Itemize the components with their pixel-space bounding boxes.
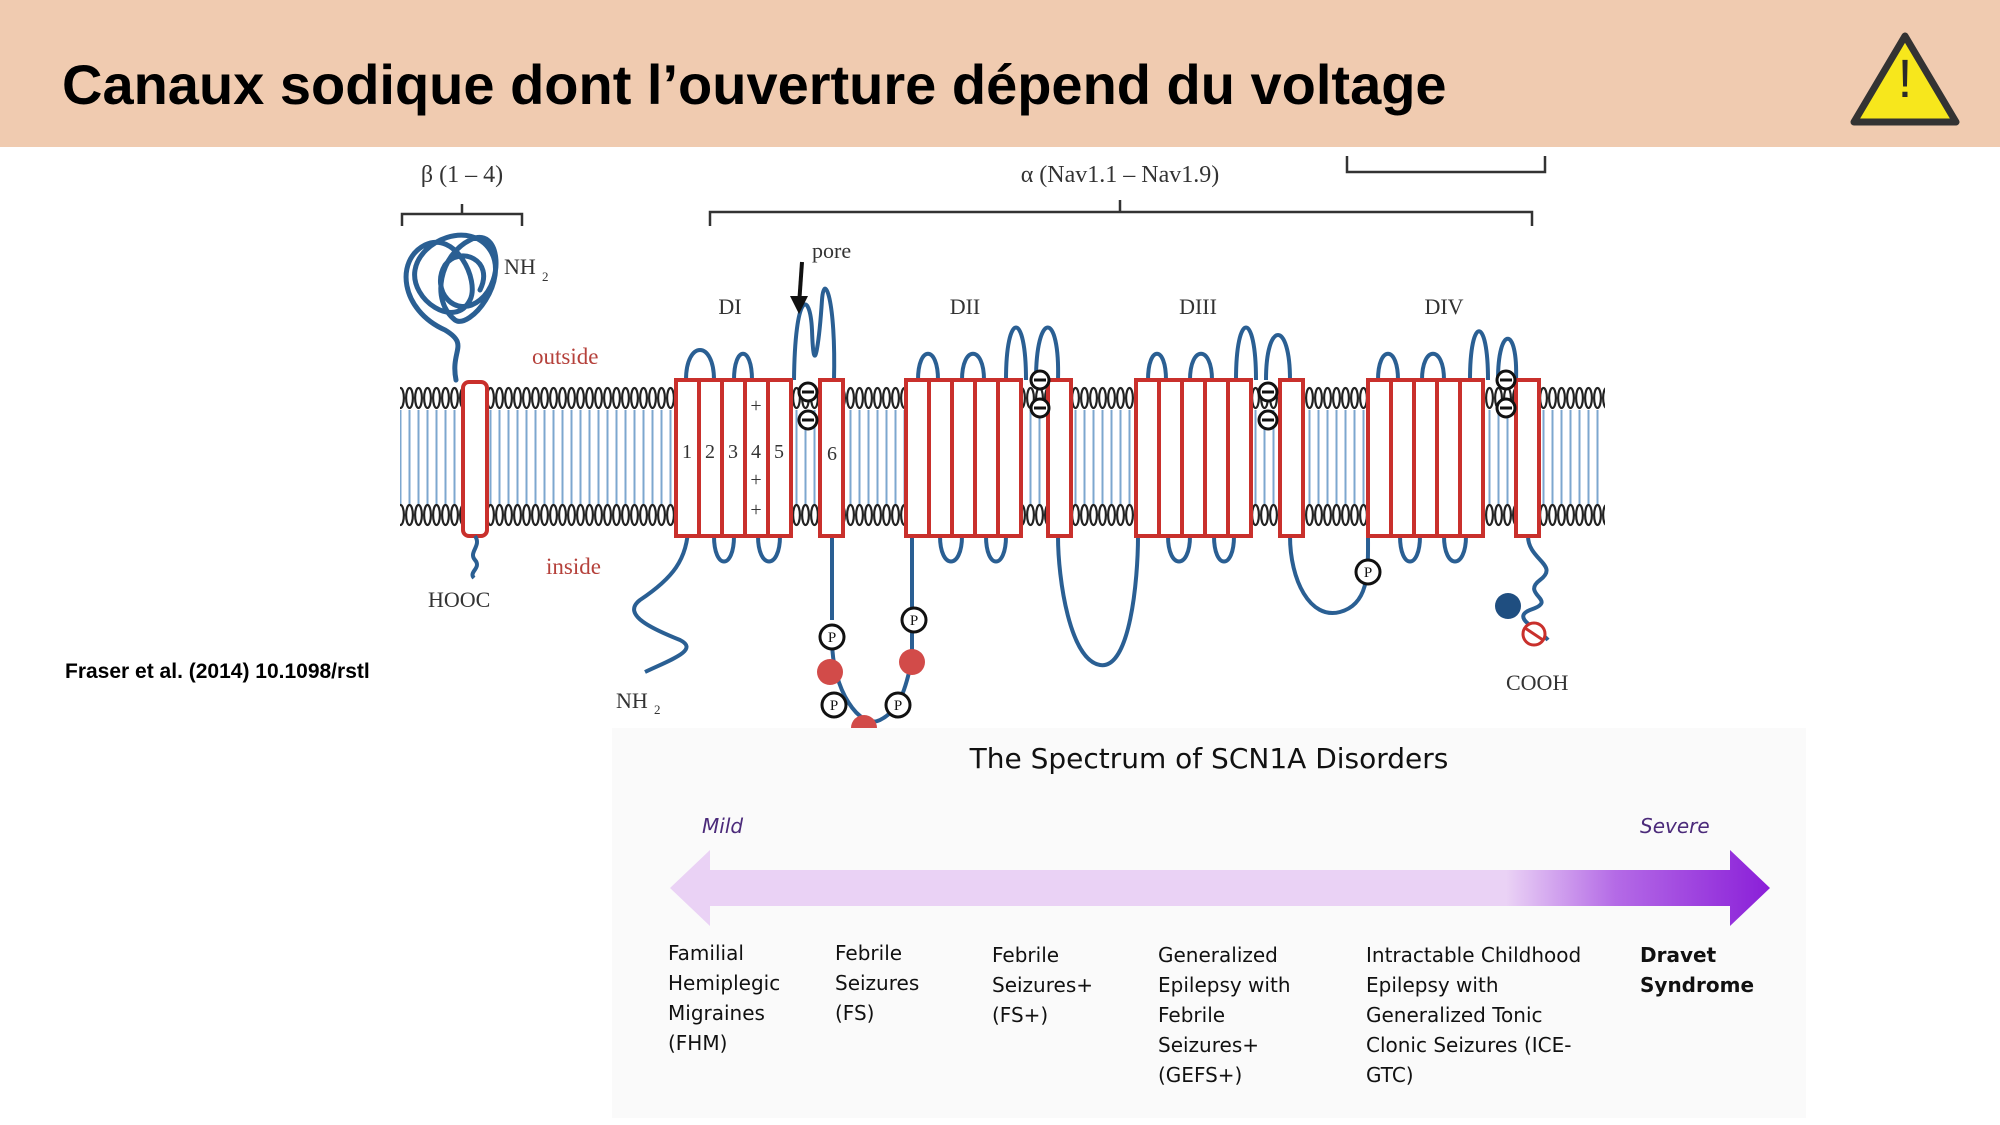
beta-bracket <box>400 204 524 226</box>
beta-c-terminus <box>470 534 479 580</box>
alpha-cooh-label: COOH <box>1506 670 1568 695</box>
alpha-nh2-label: NH <box>616 688 648 713</box>
phospho-label: P <box>894 698 902 714</box>
alpha-bracket <box>708 156 1547 226</box>
segment-number: 3 <box>728 441 738 463</box>
slide-header <box>0 0 2000 147</box>
segment-number: 4 <box>751 441 761 463</box>
phospho-p-labels: P P P P P <box>828 565 1372 714</box>
alpha-loops <box>684 286 1550 724</box>
category-dravet: Dravet Syndrome <box>1640 943 1755 997</box>
domain-label-div: DIV <box>1424 294 1463 319</box>
severe-label: Severe <box>1640 814 1710 838</box>
warning-exclamation-mark: ! <box>1897 49 1913 109</box>
segment-number: 2 <box>705 441 715 463</box>
pore-arrow <box>790 261 808 314</box>
alpha-nh2-subscript: 2 <box>654 702 661 717</box>
citation-text: Fraser et al. (2014) 10.1098/rstl <box>65 660 370 683</box>
warning-triangle-icon <box>1850 32 1960 126</box>
phosphorylation-sites <box>818 558 1382 719</box>
mild-label: Mild <box>702 814 744 838</box>
category-gefs-plus: Generalized Epilepsy with Febrile Seizur… <box>1158 943 1291 1087</box>
spectrum-title: The Spectrum of SCN1A Disorders <box>969 742 1449 775</box>
beta-nh2-label: NH <box>504 254 536 279</box>
beta-subunit-label: β (1 – 4) <box>421 162 503 188</box>
transmembrane-segments <box>674 378 1541 538</box>
category-fhm: Familial Hemiplegic Migraines (FHM) <box>668 941 781 1055</box>
scn1a-spectrum-panel: The Spectrum of SCN1A Disorders Mild Sev… <box>612 728 1806 1118</box>
phospho-label: P <box>830 698 838 714</box>
alpha-subunit-label: α (Nav1.1 – Nav1.9) <box>1021 162 1220 188</box>
selectivity-filter-charges <box>797 369 1517 431</box>
slide-title: Canaux sodique dont l’ouverture dépend d… <box>62 53 1447 116</box>
phospho-label: P <box>910 613 918 629</box>
segment-number: 1 <box>682 441 692 463</box>
beta-nh2-subscript: 2 <box>542 269 549 284</box>
outside-label: outside <box>532 344 598 369</box>
category-ice-gtc: Intractable Childhood Epilepsy with Gene… <box>1366 943 1582 1087</box>
severity-gradient-arrow <box>670 850 1770 926</box>
voltage-sensor-plus: + <box>750 499 761 521</box>
inside-label: inside <box>546 554 601 579</box>
domain-label-di: DI <box>718 294 741 319</box>
category-fs-plus: Febrile Seizures+ (FS+) <box>992 943 1093 1027</box>
domain-label-diii: DIII <box>1179 294 1217 319</box>
segment-number: 5 <box>774 441 784 463</box>
beta-transmembrane-helix <box>461 380 489 538</box>
category-fs: Febrile Seizures (FS) <box>835 941 920 1025</box>
phospho-label: P <box>1364 565 1372 581</box>
phospho-label: P <box>828 630 836 646</box>
beta-subunit <box>403 232 499 580</box>
pore-label: pore <box>812 238 851 263</box>
voltage-sensor-plus: + <box>750 395 761 417</box>
segment-number: 6 <box>827 443 837 465</box>
domain-label-dii: DII <box>950 294 981 319</box>
beta-hooc-label: HOOC <box>428 587 490 612</box>
alpha-n-terminus <box>632 519 691 674</box>
beta-extracellular-domain <box>403 232 499 383</box>
voltage-sensor-plus: + <box>750 469 761 491</box>
